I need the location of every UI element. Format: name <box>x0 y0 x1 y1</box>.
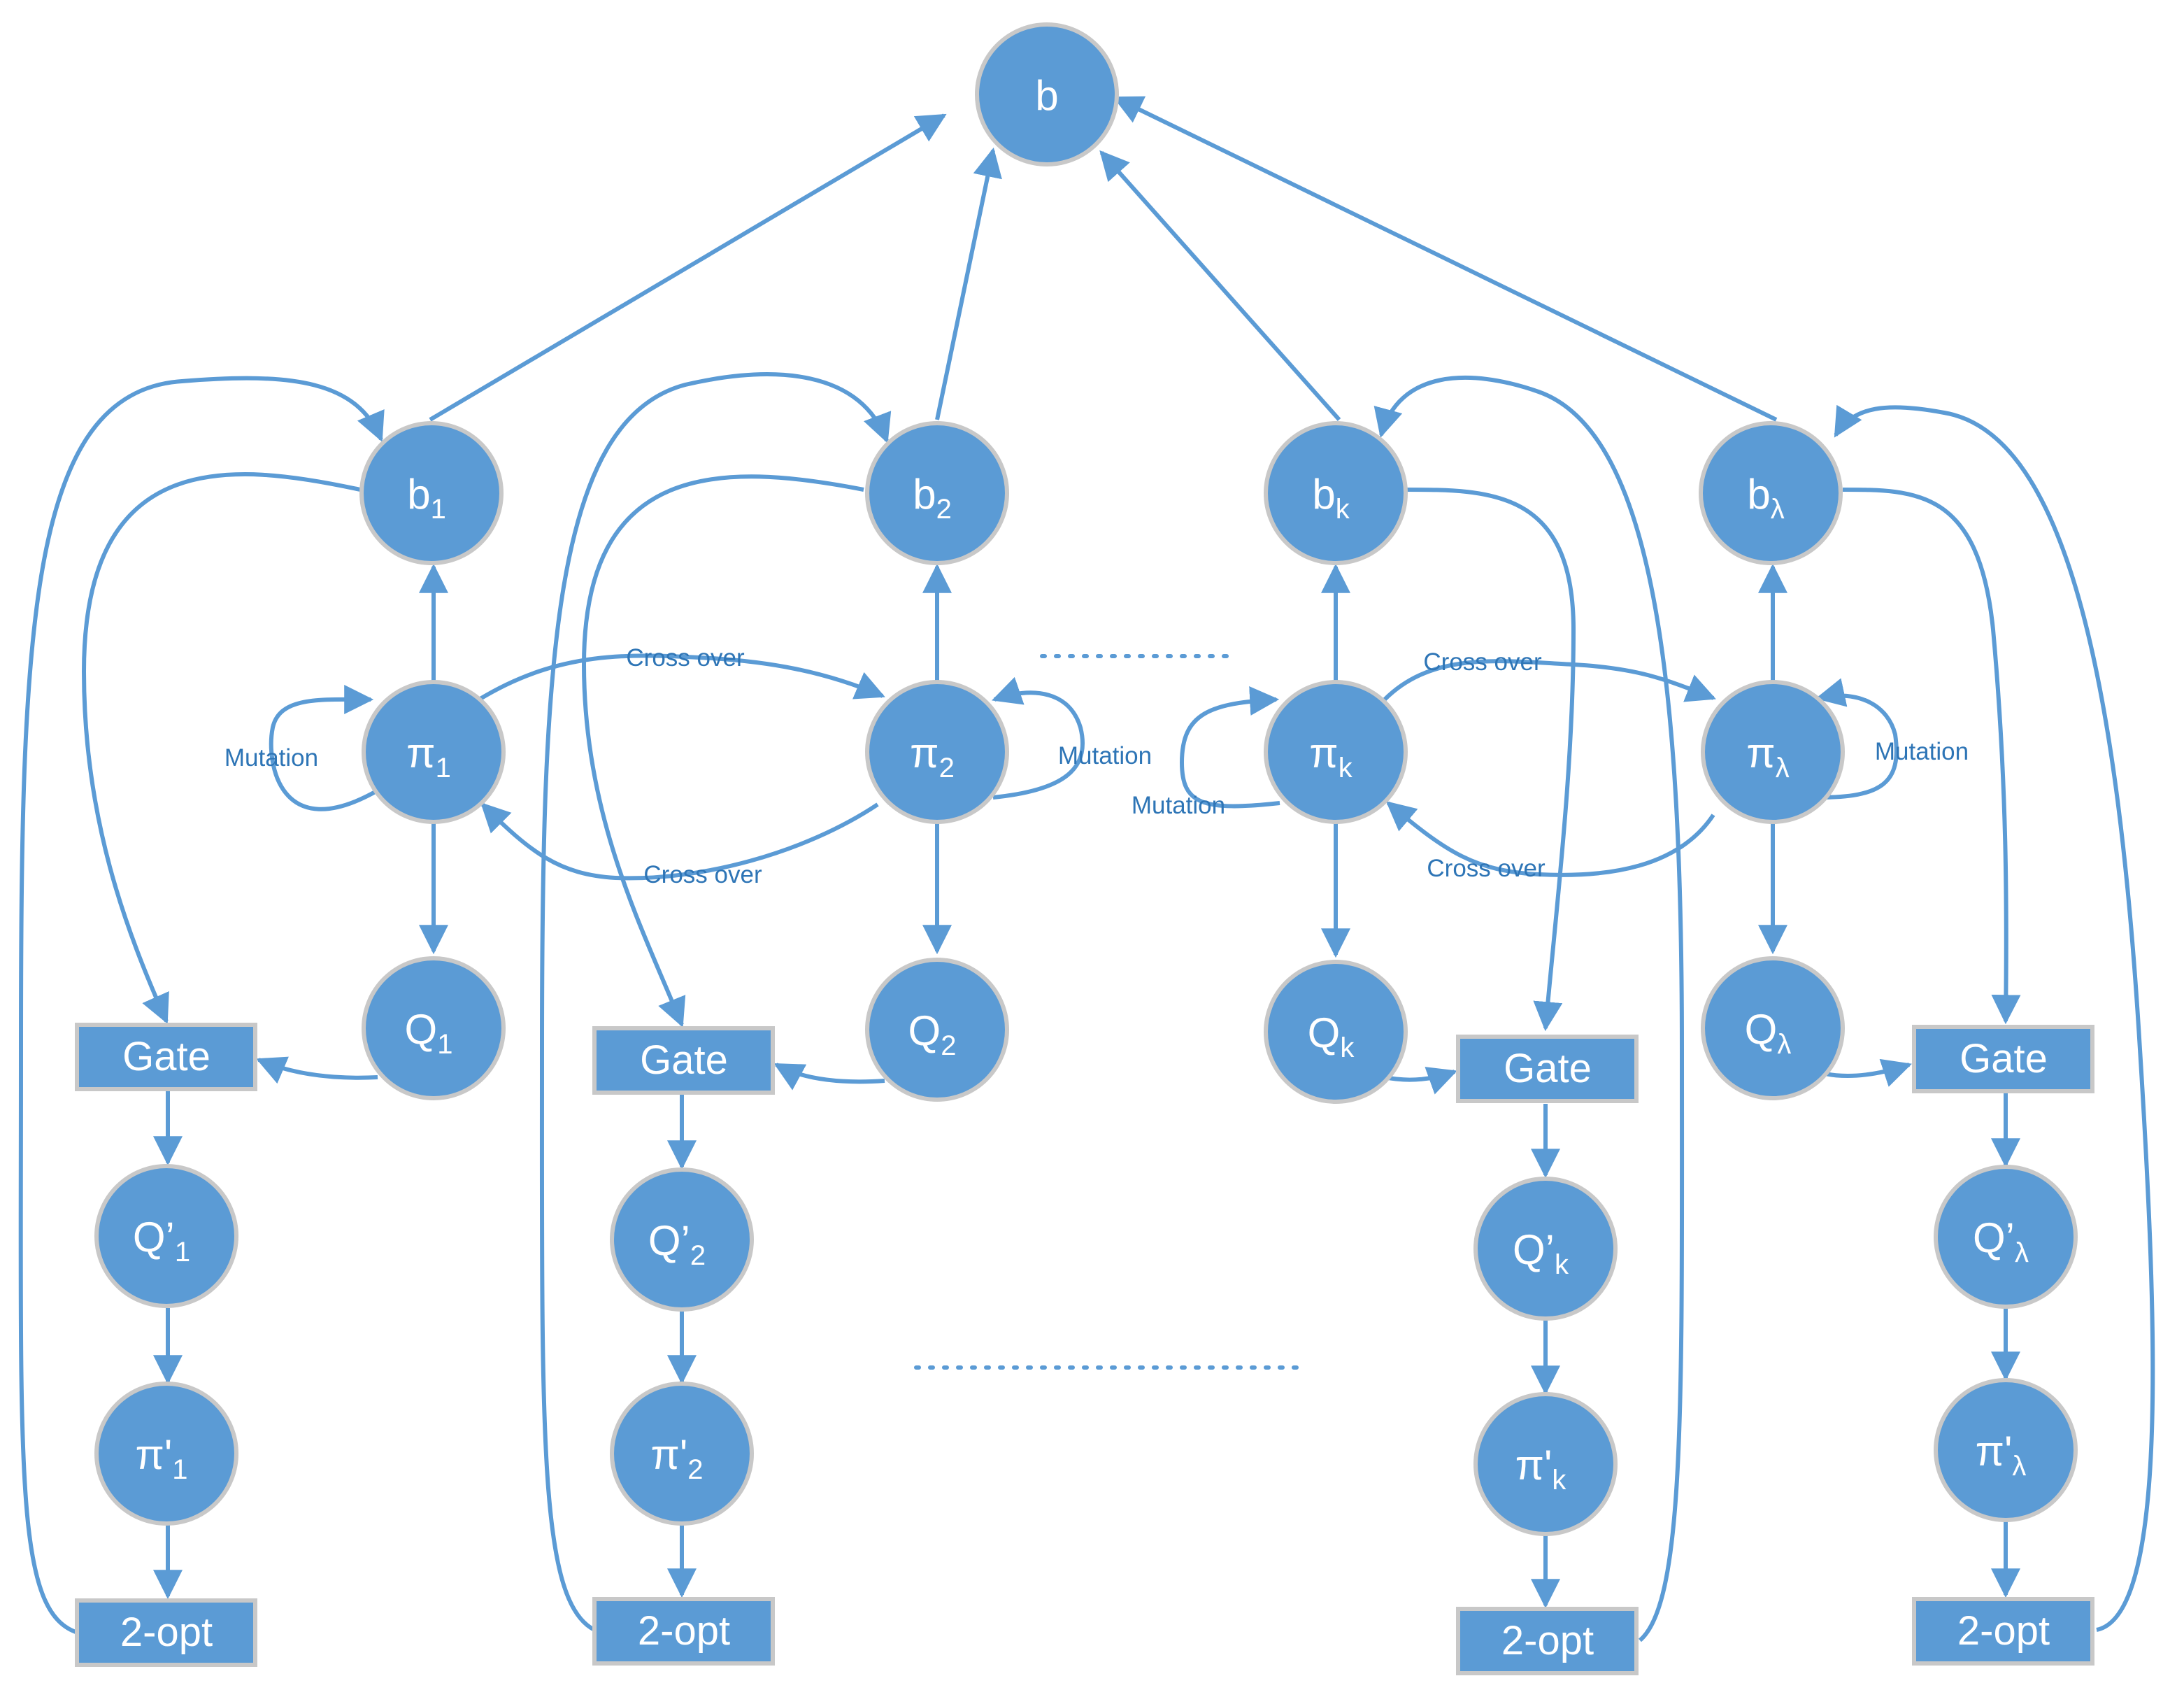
edge-bk-gatek <box>1405 488 1576 1032</box>
svg-text:Q1: Q1 <box>405 1006 453 1060</box>
gate-box-2: Gate <box>592 1026 775 1095</box>
node-pil: πλ <box>1701 680 1845 824</box>
edge-bl-gatel <box>1842 488 2021 1025</box>
node-b1: b1 <box>359 421 504 565</box>
label-mutation-1: Mutation <box>224 744 318 772</box>
label-mutation-l: Mutation <box>1875 738 1969 765</box>
svg-text:bλ: bλ <box>1747 471 1784 525</box>
svg-text:Qλ: Qλ <box>1745 1006 1792 1060</box>
svg-text:2-opt: 2-opt <box>120 1610 213 1655</box>
edge-mutation-p2 <box>992 676 1085 800</box>
label-crossover-kl: Cross over <box>1423 648 1542 676</box>
edge-optl-bl <box>1834 404 2155 1632</box>
svg-text:2-opt: 2-opt <box>1957 1608 2050 1654</box>
svg-text:π'2: π'2 <box>650 1431 703 1485</box>
svg-text:π'k: π'k <box>1515 1442 1567 1496</box>
svg-text:Gate: Gate <box>122 1034 210 1079</box>
node-pik: πk <box>1264 680 1408 824</box>
edge-crossover-pl-pk <box>1385 801 1715 877</box>
svg-text:bk: bk <box>1312 471 1350 525</box>
node-b: b <box>975 22 1119 166</box>
svg-text:Gate: Gate <box>640 1037 728 1083</box>
edge-opt1-b1 <box>18 376 385 1634</box>
edge-b2-gate2 <box>581 474 864 1028</box>
node-qk: Qk <box>1264 960 1408 1104</box>
svg-text:2-opt: 2-opt <box>638 1608 730 1654</box>
node-bk: bk <box>1264 421 1408 565</box>
edge-b1-gate1 <box>81 472 361 1024</box>
node-pi2: π2 <box>865 680 1009 824</box>
svg-text:π2: π2 <box>910 730 955 783</box>
node-qprime1: Q’1 <box>94 1164 238 1308</box>
edge-b1-b <box>429 113 947 422</box>
node-b2: b2 <box>865 421 1009 565</box>
edge-bk-b <box>1099 150 1341 421</box>
svg-text:Gate: Gate <box>1960 1036 2048 1081</box>
label-crossover-21: Cross over <box>643 861 762 888</box>
edge-opt2-b2 <box>539 372 892 1632</box>
edge-crossover-p2-p1 <box>480 802 879 881</box>
two-opt-box-1: 2-opt <box>75 1598 257 1667</box>
edge-crossover-p1-p2 <box>478 653 885 702</box>
node-piprimek: π'k <box>1473 1392 1618 1536</box>
svg-text:Q’λ: Q’λ <box>1973 1214 2029 1268</box>
svg-text:πλ: πλ <box>1746 730 1789 783</box>
node-piprimel: π'λ <box>1934 1378 2078 1522</box>
edge-q1-gate1 <box>256 1056 378 1084</box>
gate-box-k: Gate <box>1456 1035 1639 1103</box>
edge-b2-b <box>935 147 1002 420</box>
svg-text:π'1: π'1 <box>135 1431 187 1485</box>
label-mutation-k: Mutation <box>1132 792 1225 819</box>
gate-box-1: Gate <box>75 1023 257 1091</box>
edge-mutation-pl <box>1815 678 1899 800</box>
svg-text:Q’2: Q’2 <box>648 1217 706 1271</box>
edge-bl-b <box>1113 96 1778 422</box>
svg-text:Gate: Gate <box>1504 1046 1592 1091</box>
svg-text:Q2: Q2 <box>908 1007 957 1061</box>
edge-qk-gatek <box>1384 1067 1457 1095</box>
node-bl: bλ <box>1699 421 1843 565</box>
svg-text:b2: b2 <box>913 471 952 525</box>
node-q1: Q1 <box>362 956 506 1100</box>
svg-text:Q’k: Q’k <box>1513 1226 1569 1280</box>
edge-labels: Cross over Cross over Cross over Cross o… <box>224 644 1969 888</box>
svg-text:π1: π1 <box>406 730 451 783</box>
svg-text:Qk: Qk <box>1308 1009 1355 1063</box>
node-pi1: π1 <box>362 680 506 824</box>
gate-box-l: Gate <box>1912 1025 2094 1093</box>
svg-text:b: b <box>1035 72 1058 119</box>
node-qprime2: Q’2 <box>610 1167 754 1312</box>
nodes: b b1 b2 bk bλ π1 π2 πk πλ Q1 Q2 Qk Qλ <box>75 22 2094 1675</box>
svg-text:Q’1: Q’1 <box>133 1214 190 1268</box>
edge-mutation-p1 <box>269 684 379 811</box>
two-opt-box-l: 2-opt <box>1912 1597 2094 1666</box>
edge-optk-bk <box>1373 376 1685 1642</box>
label-crossover-lk: Cross over <box>1427 855 1546 882</box>
node-piprime1: π'1 <box>94 1382 238 1526</box>
node-qprimek: Q’k <box>1473 1177 1618 1321</box>
node-qprimel: Q’λ <box>1934 1165 2078 1309</box>
node-piprime2: π'2 <box>610 1382 754 1526</box>
svg-text:b1: b1 <box>407 471 446 525</box>
two-opt-box-k: 2-opt <box>1456 1607 1639 1675</box>
node-ql: Qλ <box>1701 956 1845 1100</box>
edge-q2-gate2 <box>773 1063 885 1091</box>
svg-text:2-opt: 2-opt <box>1501 1618 1594 1663</box>
svg-text:π'λ: π'λ <box>1976 1428 2027 1482</box>
node-q2: Q2 <box>865 958 1009 1102</box>
edge-crossover-pk-pl <box>1383 659 1716 702</box>
two-opt-box-2: 2-opt <box>592 1597 775 1666</box>
svg-text:πk: πk <box>1309 730 1352 783</box>
edge-mutation-pk <box>1179 686 1280 809</box>
label-mutation-2: Mutation <box>1058 742 1152 769</box>
edges <box>18 96 2155 1642</box>
edge-ql-gatel <box>1825 1058 1912 1087</box>
label-crossover-12: Cross over <box>626 644 745 672</box>
